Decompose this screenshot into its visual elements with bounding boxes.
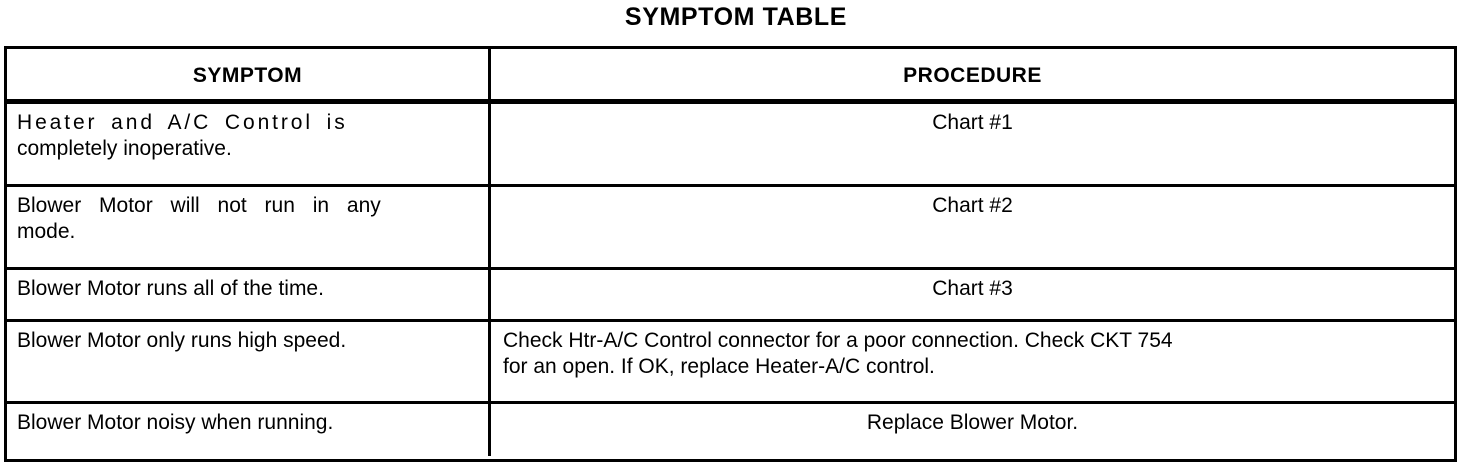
symptom-cell: Heater and A/C Control is completely ino… (7, 104, 491, 184)
column-header-symptom: SYMPTOM (7, 49, 491, 99)
table-row: Blower Motor only runs high speed. Check… (7, 322, 1454, 404)
procedure-line: Check Htr-A/C Control connector for a po… (503, 329, 1173, 352)
symptom-line: mode. (17, 220, 76, 243)
procedure-line: Chart #3 (932, 277, 1013, 300)
table-header-row: SYMPTOM PROCEDURE (7, 49, 1454, 104)
procedure-cell: Chart #2 (491, 187, 1454, 267)
procedure-line: Chart #2 (932, 194, 1013, 217)
symptom-line: Blower Motor will not run in any (17, 194, 381, 217)
procedure-cell: Replace Blower Motor. (491, 404, 1454, 456)
procedure-line: Replace Blower Motor. (866, 411, 1079, 434)
symptom-cell: Blower Motor noisy when running. (7, 404, 491, 456)
table-row: Heater and A/C Control is completely ino… (7, 104, 1454, 187)
symptom-cell: Blower Motor only runs high speed. (7, 322, 491, 401)
procedure-cell: Chart #1 (491, 104, 1454, 184)
column-header-procedure: PROCEDURE (903, 64, 1042, 87)
procedure-cell: Check Htr-A/C Control connector for a po… (491, 322, 1454, 401)
procedure-cell: Chart #3 (491, 270, 1454, 319)
page-title: SYMPTOM TABLE (624, 3, 848, 31)
procedure-line: Chart #1 (932, 111, 1013, 134)
table-row: Blower Motor runs all of the time. Chart… (7, 270, 1454, 322)
procedure-line: for an open. If OK, replace Heater-A/C c… (503, 355, 935, 378)
symptom-line: Blower Motor runs all of the time. (17, 277, 324, 300)
symptom-line: Blower Motor only runs high speed. (17, 329, 347, 352)
symptom-cell: Blower Motor runs all of the time. (7, 270, 491, 319)
symptom-cell: Blower Motor will not run in any mode. (7, 187, 491, 267)
symptom-table: SYMPTOM PROCEDURE Heater and A/C Control… (4, 46, 1457, 462)
table-row: Blower Motor will not run in any mode. C… (7, 187, 1454, 270)
table-row: Blower Motor noisy when running. Replace… (7, 404, 1454, 456)
symptom-line: Blower Motor noisy when running. (17, 411, 334, 434)
symptom-line: Heater and A/C Control is (17, 111, 348, 134)
symptom-line: completely inoperative. (17, 137, 232, 160)
